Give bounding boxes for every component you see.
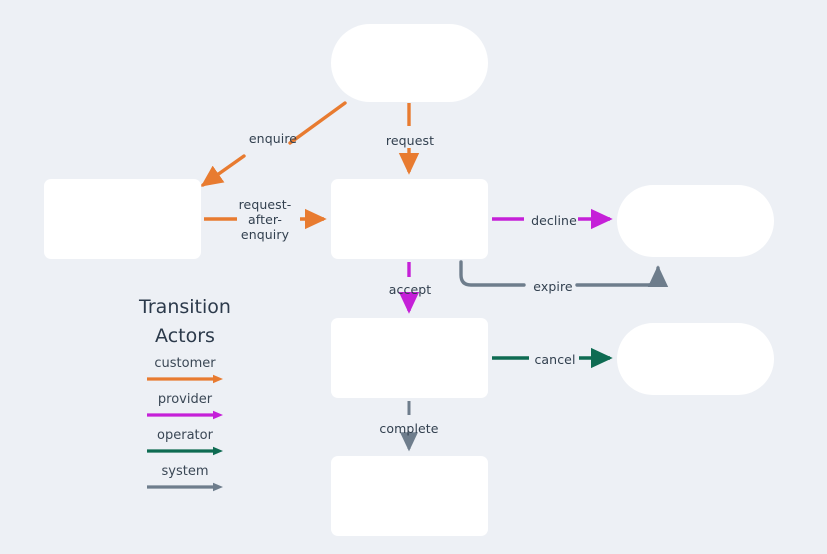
edge-label-complete: complete [379,421,439,436]
legend-item-operator: operator [120,426,250,456]
node-enquiry[interactable] [44,179,201,259]
node-start[interactable] [331,24,488,102]
node-declined[interactable] [617,185,774,257]
node-accepted[interactable] [331,318,488,398]
edge-enquire-segment-a [288,101,347,145]
edge-label-request-after-enquiry: request- after- enquiry [238,197,292,242]
legend-label-provider: provider [157,392,213,407]
edge-enquire-segment-b [200,154,246,187]
edge-label-request: request [385,133,435,148]
node-cancelled[interactable] [617,323,774,395]
legend-arrow-operator-icon [147,446,223,456]
legend-item-customer: customer [120,354,250,384]
legend-title-line1: Transition [139,296,231,318]
edge-expire-segment-b [575,265,669,288]
node-pending[interactable] [331,179,488,259]
edge-label-enquire: enquire [248,131,298,146]
legend-label-customer: customer [154,356,216,371]
legend-label-system: system [161,464,209,479]
edge-label-cancel: cancel [534,352,576,367]
legend: Transition Actors customer provider oper… [120,293,250,498]
edge-label-accept: accept [388,282,432,297]
edge-label-expire: expire [533,279,573,294]
legend-label-operator: operator [157,428,213,443]
legend-arrow-system-icon [147,482,223,492]
legend-title-line2: Actors [155,325,215,347]
legend-arrow-provider-icon [147,410,223,420]
legend-item-provider: provider [120,390,250,420]
legend-arrow-customer-icon [147,374,223,384]
edge-label-decline: decline [531,213,577,228]
edge-expire-segment-a [459,260,526,287]
legend-item-system: system [120,462,250,492]
node-completed[interactable] [331,456,488,536]
